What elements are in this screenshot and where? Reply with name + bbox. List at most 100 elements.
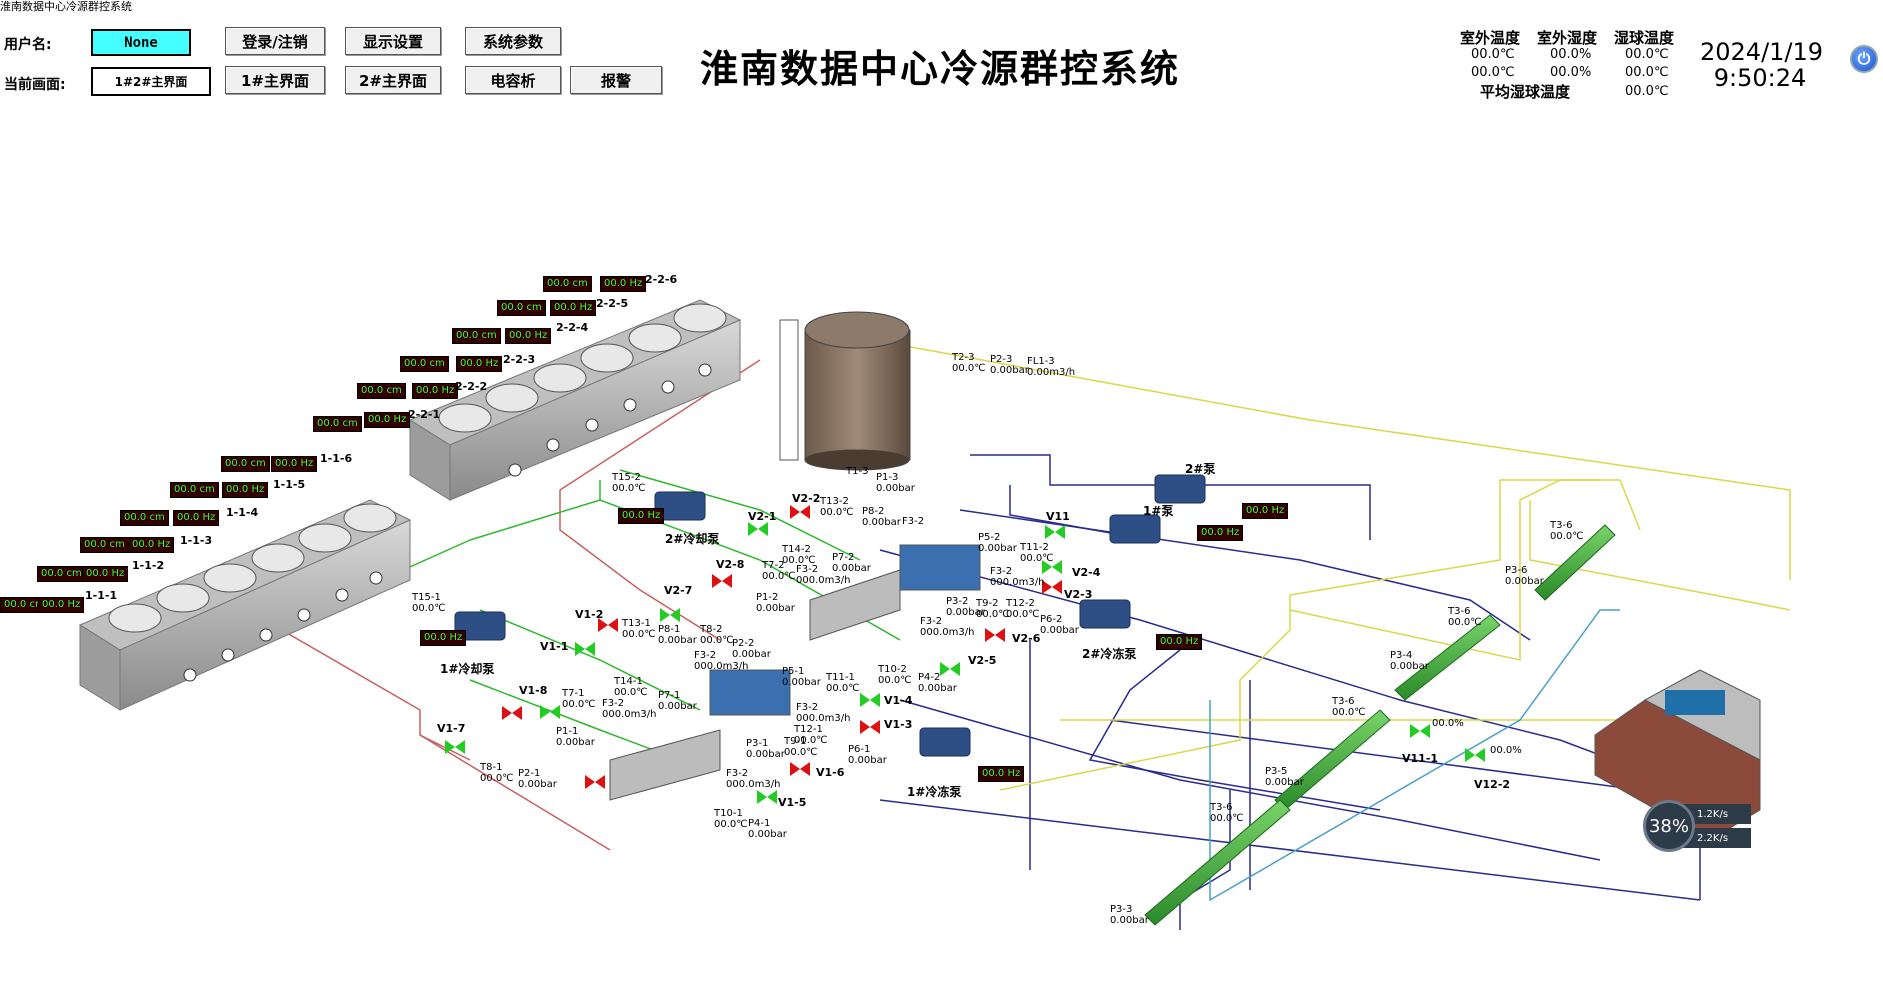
valve-v1-3[interactable]: V1-3 <box>884 718 913 731</box>
download-speed: 2.2K/s <box>1683 828 1751 848</box>
current-screen-field[interactable]: 1#2#主界面 <box>91 67 211 96</box>
sensor-value: 0.00bar <box>518 779 557 790</box>
sensor-id: T13-2 <box>820 496 849 507</box>
sensor-id: P2-1 <box>518 768 541 779</box>
valve-v2-2[interactable]: V2-2 <box>792 492 821 505</box>
tower-2-2-1-cm: 00.0 cm <box>313 416 362 432</box>
sensor-id: P2-2 <box>732 638 755 649</box>
main-screen-2-button[interactable]: 2#主界面 <box>345 66 441 94</box>
valve-v2-1[interactable]: V2-1 <box>748 510 777 523</box>
valve-v1-5[interactable]: V1-5 <box>778 796 807 809</box>
sensor-id: P1-1 <box>556 726 579 737</box>
tower-2-2-3-id: 2-2-3 <box>503 353 536 366</box>
sensor-value: 00.0℃ <box>562 699 596 710</box>
sensor-value: 00.0℃ <box>700 635 734 646</box>
sensor-value: 000.0m3/h <box>796 575 851 586</box>
sensor-id: T14-1 <box>614 676 643 687</box>
valve-v1-4[interactable]: V1-4 <box>884 694 913 707</box>
cooling-tower-group-2 <box>408 299 742 501</box>
user-name-field[interactable]: None <box>91 29 191 56</box>
sensor-value: 00.0℃ <box>1448 617 1482 628</box>
sensor-value: 00.0℃ <box>1550 531 1584 542</box>
sensor-value: 0.00bar <box>556 737 595 748</box>
sensor-id: T8-2 <box>700 624 723 635</box>
tower-1-1-5-hz: 00.0 Hz <box>222 482 269 498</box>
sensor-id: T9-1 <box>784 736 807 747</box>
chilled-pump-1-hz[interactable]: 00.0 Hz <box>978 766 1025 782</box>
sensor-id: T11-1 <box>826 672 855 683</box>
valve-v2-3[interactable]: V2-3 <box>1064 588 1093 601</box>
main-screen-1-button[interactable]: 1#主界面 <box>225 66 325 94</box>
sensor-id: P2-3 <box>990 354 1013 365</box>
sensor-value: 000.0m3/h <box>796 713 851 724</box>
sensor-id: F3-2 <box>602 698 625 709</box>
system-params-button[interactable]: 系统参数 <box>465 27 561 55</box>
capacitor-analysis-button[interactable]: 电容析 <box>465 66 561 94</box>
chilled-pump-1-label: 1#冷冻泵 <box>907 785 962 799</box>
tower-2-2-6-hz: 00.0 Hz <box>600 276 647 292</box>
sensor-id: P3-4 <box>1390 650 1413 661</box>
pump-1-hz[interactable]: 00.0 Hz <box>1197 525 1244 541</box>
user-label: 用户名: <box>4 37 52 53</box>
tower-2-2-2-cm: 00.0 cm <box>357 383 406 399</box>
sensor-value: 00.0℃ <box>878 675 912 686</box>
avg-wet-bulb-value: 00.0℃ <box>1625 84 1669 99</box>
valve-v1-1[interactable]: V1-1 <box>540 640 569 653</box>
sensor-value: 0.00bar <box>918 683 957 694</box>
sensor-id: T12-1 <box>794 724 823 735</box>
sensor-id: T14-2 <box>782 544 811 555</box>
sensor-value: 0.00bar <box>746 749 785 760</box>
tower-1-1-3-cm: 00.0 cm <box>80 537 129 553</box>
sensor-value: 00.0℃ <box>820 507 854 518</box>
alarm-button[interactable]: 报警 <box>570 66 662 94</box>
tower-1-1-6-hz: 00.0 Hz <box>271 456 318 472</box>
valve-v2-5[interactable]: V2-5 <box>968 654 997 667</box>
sensor-value: 0.00bar <box>862 517 901 528</box>
cooling-pump-2-hz[interactable]: 00.0 Hz <box>618 508 665 524</box>
sensor-value: 0.00bar <box>756 603 795 614</box>
sensor-id: P8-1 <box>658 624 681 635</box>
valve-v1-6[interactable]: V1-6 <box>816 766 845 779</box>
power-icon[interactable]: ⏻ <box>1850 45 1878 73</box>
sensor-id: P3-3 <box>1110 904 1133 915</box>
sensor-id: T10-1 <box>714 808 743 819</box>
sensor-id: T11-2 <box>1020 542 1049 553</box>
chilled-pump-2-hz[interactable]: 00.0 Hz <box>1156 634 1203 650</box>
valve-v1-8[interactable]: V1-8 <box>519 684 548 697</box>
sensor-id: F3-2 <box>902 516 925 527</box>
valve-v1-7[interactable]: V1-7 <box>437 722 466 735</box>
valve-v12-2[interactable]: V12-2 <box>1474 778 1511 791</box>
display-settings-button[interactable]: 显示设置 <box>345 27 441 55</box>
sensor-id: P6-1 <box>848 744 871 755</box>
login-logout-button[interactable]: 登录/注销 <box>225 27 325 55</box>
valve-v11-1[interactable]: V11-1 <box>1402 752 1439 765</box>
valve-v2-6[interactable]: V2-6 <box>1012 632 1041 645</box>
valve-v2-7[interactable]: V2-7 <box>664 584 693 597</box>
valve-v2-8[interactable]: V2-8 <box>716 558 745 571</box>
sensor-id: T12-2 <box>1006 598 1035 609</box>
sensor-id: P3-6 <box>1505 565 1528 576</box>
sensor-value: 0.00bar <box>1040 625 1079 636</box>
outdoor-humidity-header: 室外湿度 <box>1537 29 1598 47</box>
sensor-value: 000.0m3/h <box>602 709 657 720</box>
valve-v1-2[interactable]: V1-2 <box>575 608 604 621</box>
sensor-id: P5-1 <box>782 666 805 677</box>
tower-2-2-3-cm: 00.0 cm <box>400 356 449 372</box>
clock-date: 2024/1/19 <box>1700 38 1824 66</box>
sensor-id: T1-3 <box>846 466 869 477</box>
sensor-id: P8-2 <box>862 506 885 517</box>
sensor-value: 0.00bar <box>748 829 787 840</box>
valve-v11[interactable]: V11 <box>1046 510 1070 523</box>
outdoor-temp-1: 00.0℃ <box>1471 47 1515 62</box>
sensor-value: 00.0℃ <box>952 363 986 374</box>
sensor-id: P3-5 <box>1265 766 1288 777</box>
sensor-value: 000.0m3/h <box>694 661 749 672</box>
cooling-pump-1-hz[interactable]: 00.0 Hz <box>420 630 467 646</box>
pump-2-hz[interactable]: 00.0 Hz <box>1242 503 1289 519</box>
network-monitor[interactable]: 1.2K/s 2.2K/s 38% <box>1643 800 1751 852</box>
tower-2-2-5-hz: 00.0 Hz <box>550 300 597 316</box>
valve-v2-4[interactable]: V2-4 <box>1072 566 1101 579</box>
sensor-id: T2-3 <box>952 352 975 363</box>
outdoor-temp-2: 00.0℃ <box>1471 65 1515 80</box>
